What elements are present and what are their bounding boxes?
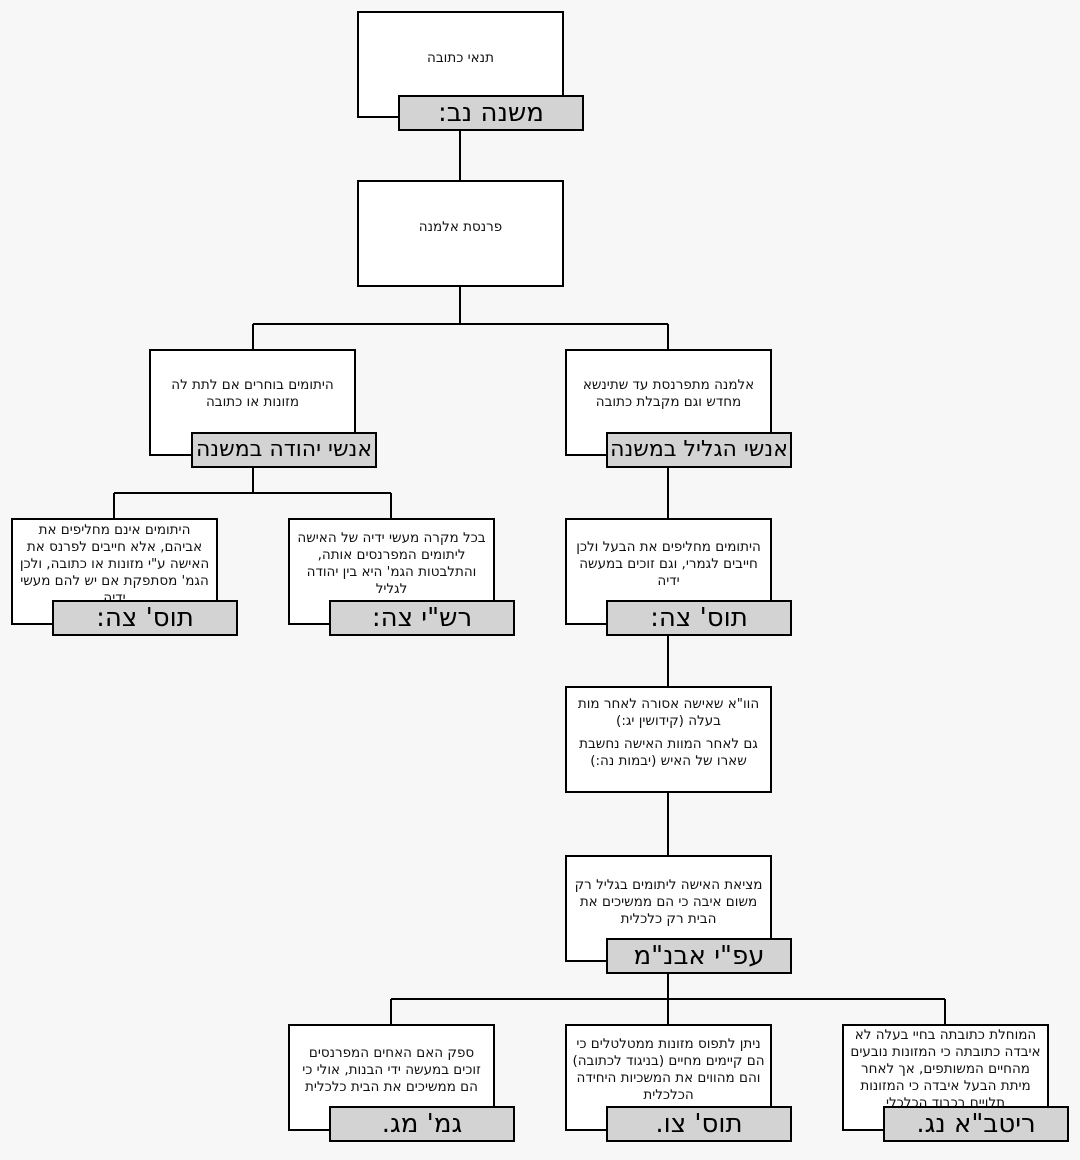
node-text: היתומים מחליפים את הבעל ולכן חייבים לגמר…	[576, 539, 761, 589]
source-tag-tosafot-96a: תוס' צו.	[606, 1106, 792, 1142]
node-text: המוחלת כתובתה בחיי בעלה לא איבדה כתובתה …	[850, 1027, 1041, 1111]
source-tag-galil: אנשי הגליל במשנה	[606, 432, 792, 468]
edge-yehuda-split	[113, 468, 392, 518]
source-tag-mishna-52b: משנה נב:	[398, 95, 584, 131]
node-text: פרנסת אלמנה	[418, 219, 503, 235]
node-text: מציאת האישה ליתומים בגליל רק משום איבה כ…	[574, 877, 763, 927]
node-initial-assumption: הוו"א שאישה אסורה לאחר מות בעלה (קידושין…	[565, 686, 772, 793]
edge-avnem-split	[390, 974, 946, 1024]
source-tag-ritva-53a: ריטב"א נג.	[883, 1106, 1069, 1142]
source-tag-gemara-43a: גמ' מג.	[329, 1106, 515, 1142]
node-text: היתומים אינם מחליפים את אביהם, אלא חייבי…	[19, 522, 210, 606]
node-text-line-2: גם לאחר המוות האישה נחשבת שארו של האיש (…	[579, 736, 758, 769]
source-tag-rashi-95b: רש"י צה:	[329, 600, 515, 636]
node-text: תנאי כתובה	[427, 50, 494, 66]
edge-parnasat-split	[252, 287, 669, 349]
node-text: אלמנה מתפרנסת עד שתינשא מחדש וגם מקבלת כ…	[582, 377, 755, 410]
node-widow-support: פרנסת אלמנה	[357, 180, 564, 287]
node-text: בכל מקרה מעשי ידיה של האישה ליתומים המפר…	[297, 530, 486, 597]
node-text: ספק האם האחים המפרנסים זוכים במעשה ידי ה…	[302, 1045, 481, 1095]
source-tag-avnei-miluim: עפ"י אבנ"מ	[606, 938, 792, 974]
node-text: ניתן לתפוס מזונות ממטלטלים כי הם קיימים …	[572, 1036, 765, 1103]
node-text-line-1: הוו"א שאישה אסורה לאחר מות בעלה (קידושין…	[577, 696, 760, 729]
node-text: היתומים בוחרים אם לתת לה מזונות או כתובה	[171, 377, 334, 410]
source-tag-tosafot-95b-right: תוס' צה:	[606, 600, 792, 636]
source-tag-yehuda: אנשי יהודה במשנה	[191, 432, 377, 468]
source-tag-tosafot-95b-left: תוס' צה:	[52, 600, 238, 636]
